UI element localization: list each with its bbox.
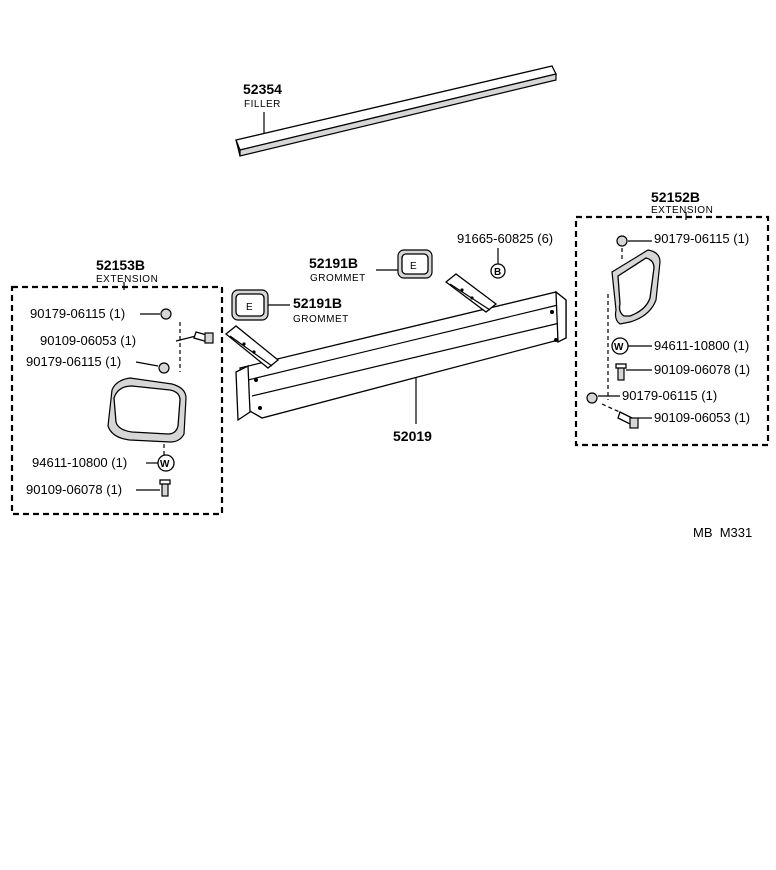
filler-part: [235, 65, 557, 157]
bolt-part-icon: [193, 331, 214, 344]
bolt-icon: [490, 263, 506, 279]
right-item-5: 90109-06053 (1): [654, 410, 750, 425]
filler-part-number: 52354: [243, 81, 282, 97]
bumper-part: [235, 290, 567, 422]
nut-icon: [158, 362, 170, 374]
screw-icon: [615, 363, 627, 381]
washer-icon-letter: W: [614, 342, 624, 353]
right-extension-part: [611, 249, 661, 325]
left-extension-part: [107, 377, 187, 443]
right-extension-box: [574, 215, 770, 447]
left-item-2: 90109-06053 (1): [40, 333, 136, 348]
left-item-2-leader: [175, 335, 197, 342]
right-extension-part-number: 52152B: [651, 189, 700, 205]
nut-icon: [586, 392, 598, 404]
bolt-top-label: 91665-60825 (6): [457, 231, 553, 246]
svg-text:E: E: [410, 261, 417, 272]
left-item-4: 94611-10800 (1): [32, 455, 127, 470]
grommet-upper-part-number: 52191B: [309, 255, 358, 271]
left-item-5: 90109-06078 (1): [26, 482, 122, 497]
grommet-lower-part-number: 52191B: [293, 295, 342, 311]
nut-icon: [160, 308, 172, 320]
left-item-1: 90179-06115 (1): [30, 306, 125, 321]
svg-text:E: E: [246, 302, 253, 313]
filler-name: FILLER: [244, 99, 281, 110]
washer-icon-letter: W: [160, 459, 170, 470]
left-extension-name: EXTENSION: [96, 274, 158, 285]
right-extension-name: EXTENSION: [651, 205, 713, 216]
left-item-3: 90179-06115 (1): [26, 354, 121, 369]
right-item-3: 90109-06078 (1): [654, 362, 750, 377]
washer-icon: [157, 454, 175, 472]
grommet-upper-name: GROMMET: [310, 273, 366, 284]
grommet-lower-name: GROMMET: [293, 314, 349, 325]
bolt-icon-letter: B: [494, 267, 501, 278]
grommet-upper-part: E: [397, 249, 433, 279]
left-item-3-leader: [135, 361, 159, 367]
bumper-left-bracket: [224, 325, 280, 369]
nut-icon: [616, 235, 628, 247]
bumper-part-number: 52019: [393, 428, 432, 444]
grommet-lower-part: E: [231, 289, 269, 321]
right-item-1: 90179-06115 (1): [654, 231, 749, 246]
right-item-4: 90179-06115 (1): [622, 388, 717, 403]
diagram-code: MB M331: [693, 525, 752, 540]
bolt-part-icon: [617, 411, 639, 429]
screw-icon: [159, 479, 171, 497]
left-extension-box: [10, 285, 224, 516]
left-extension-part-number: 52153B: [96, 257, 145, 273]
bumper-right-bracket: [444, 273, 498, 313]
right-item-2: 94611-10800 (1): [654, 338, 749, 353]
